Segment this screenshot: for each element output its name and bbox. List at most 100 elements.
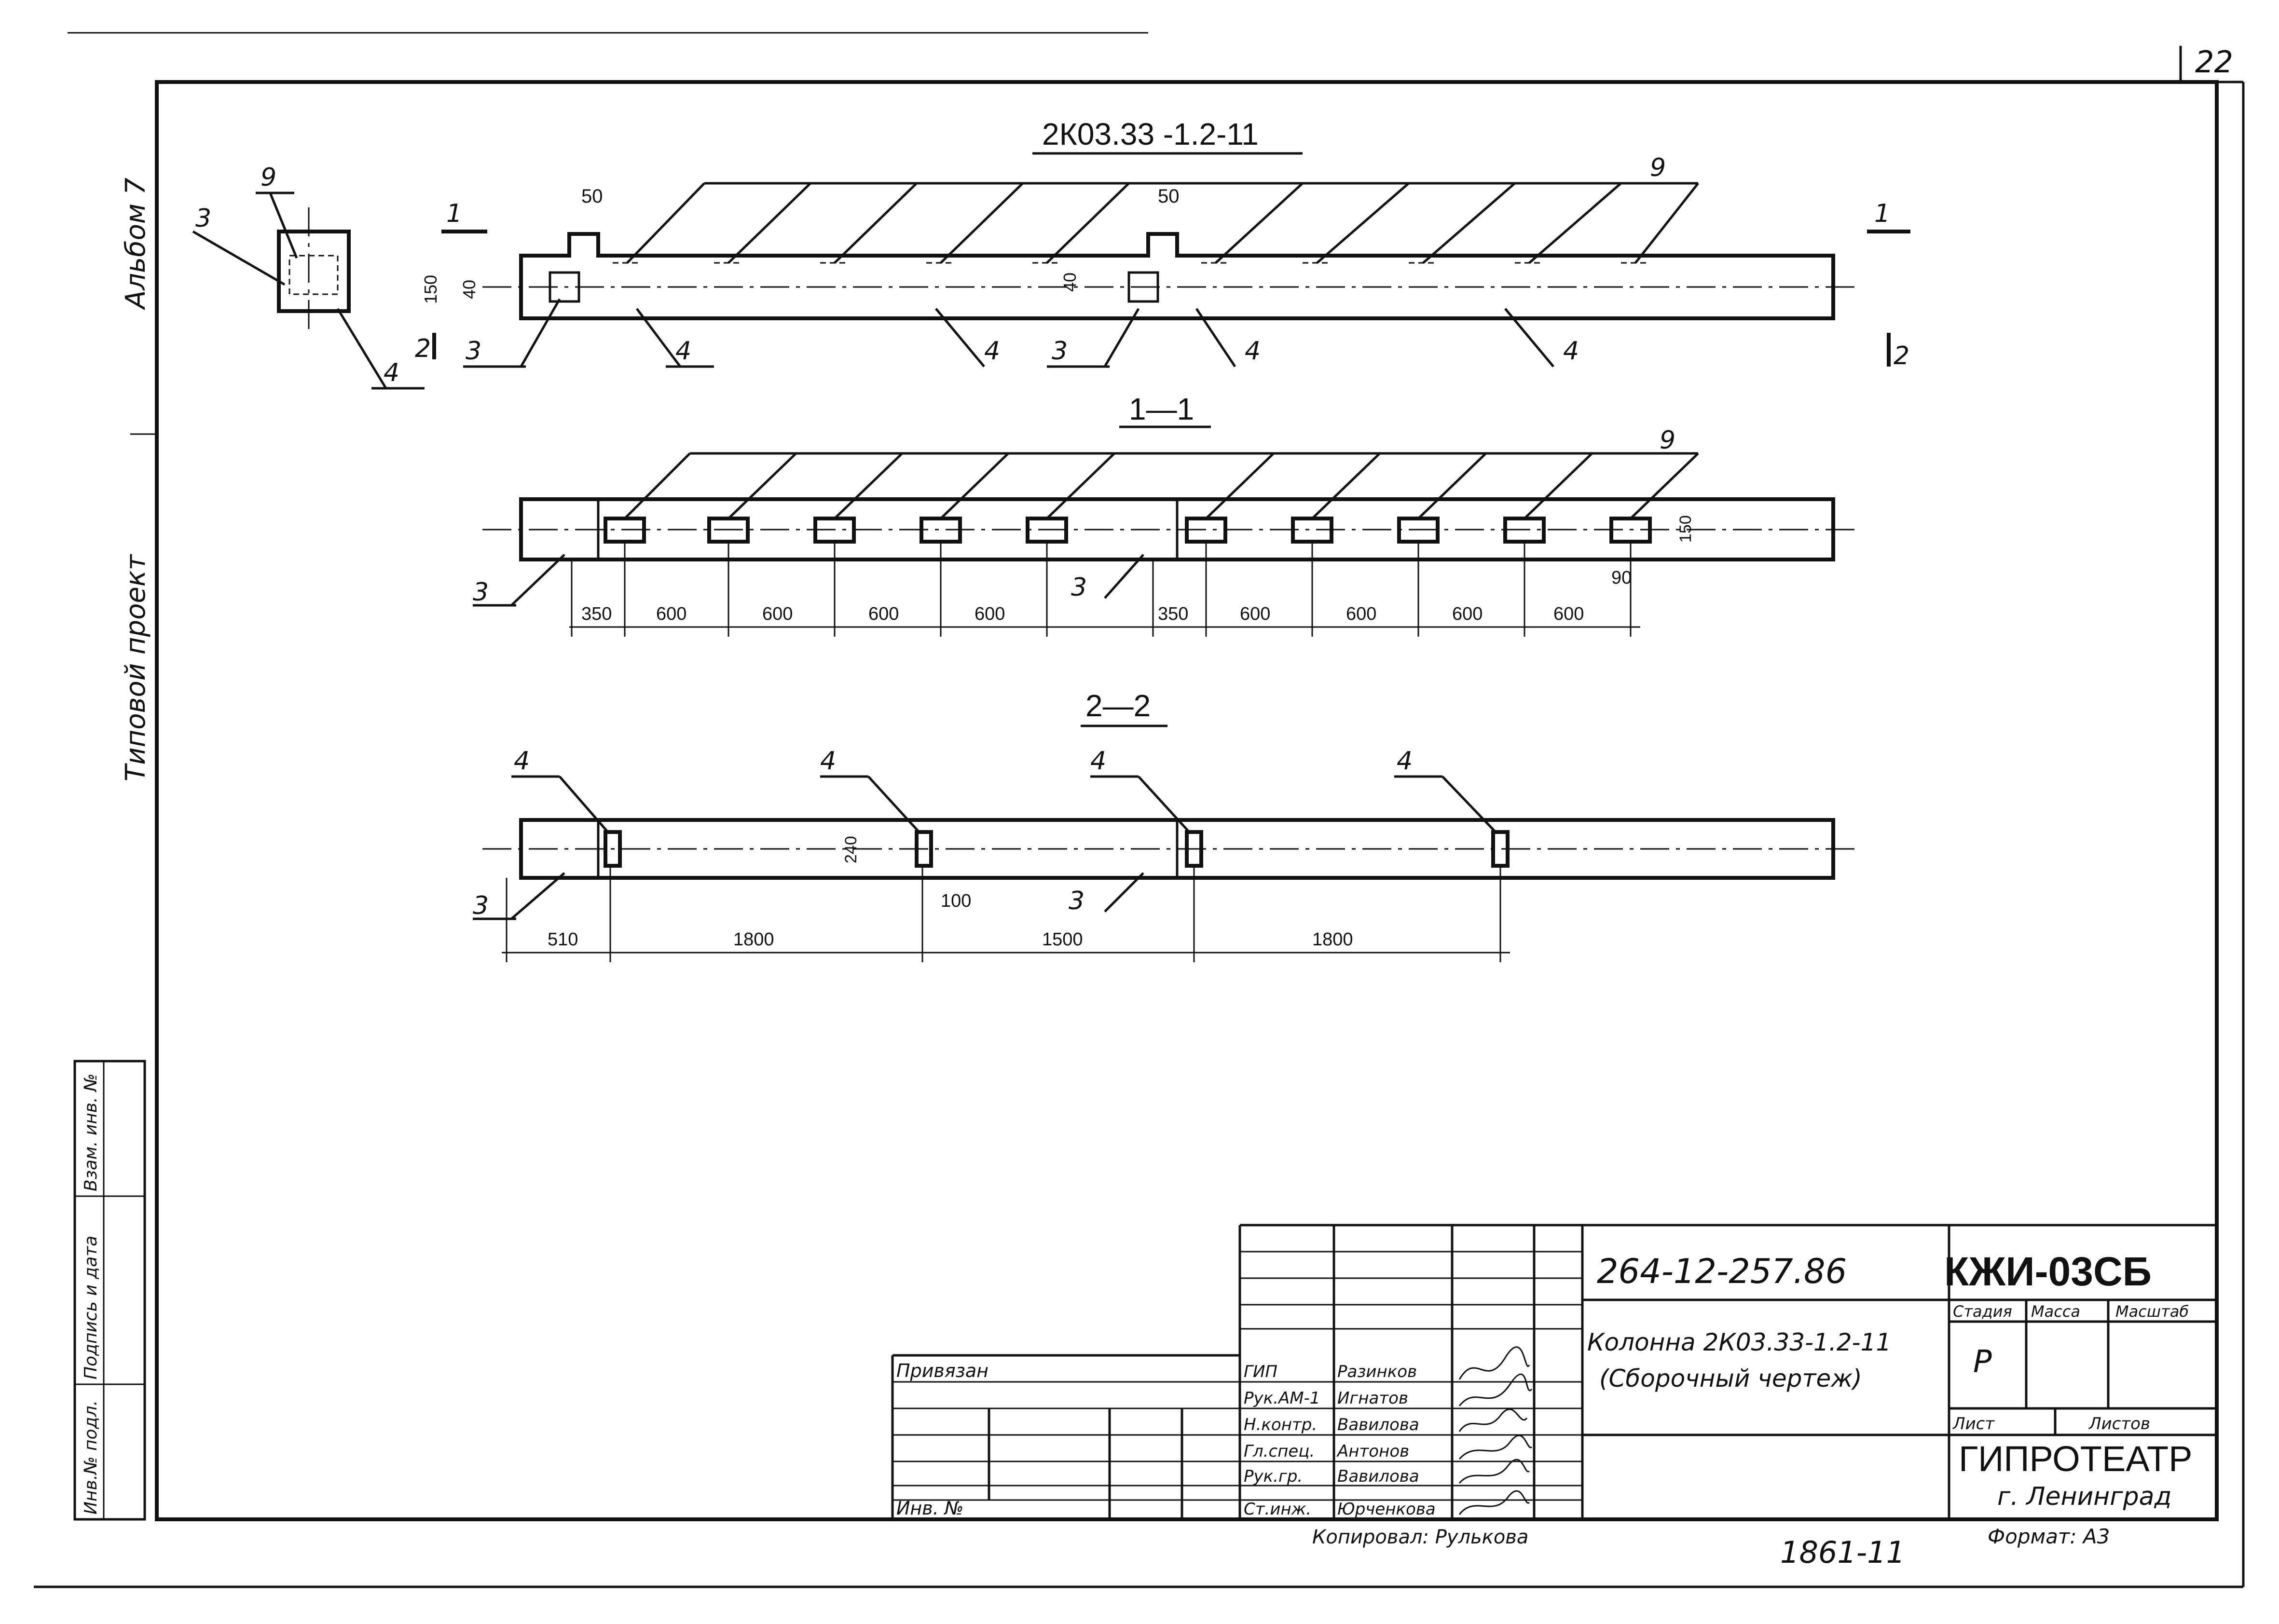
leader-4-d: [1504, 308, 1554, 368]
s22-dim-4: 1800: [1312, 929, 1353, 950]
dim-40-b: 40: [1060, 273, 1080, 292]
role-3: Н.контр.: [1244, 1415, 1317, 1434]
scale-label: Масштаб: [2115, 1302, 2189, 1321]
album-label: Альбом 7: [120, 177, 151, 310]
cs-leader-9: [269, 192, 298, 259]
sheets-label: Листов: [2088, 1414, 2150, 1433]
stamp-signature-label: Подпись и дата: [81, 1236, 101, 1379]
section-2-mark-3a: 3: [473, 891, 489, 920]
role-6: Ст.инж.: [1244, 1500, 1311, 1519]
s11-dim-7: 600: [1240, 604, 1270, 624]
product-name: Колонна 2К03.33-1.2-11: [1587, 1328, 1891, 1356]
embedded-plate-3b: [1127, 271, 1159, 303]
section-1-title: 1—1: [1129, 392, 1194, 426]
section-2-leader-3b: [1104, 872, 1144, 913]
cs-leader-4: [336, 308, 387, 389]
s22-dim-3: 1500: [1042, 929, 1083, 950]
name-4: Антонов: [1336, 1442, 1409, 1461]
column-main-view: 9 4 4 4 4 3 3 50 50 150 40 40 1 1 2 2: [415, 153, 1910, 370]
s11-dim-1: 350: [581, 604, 612, 624]
cut-1-right-label: 1: [1874, 199, 1890, 228]
section-2-mark-3b: 3: [1069, 887, 1085, 915]
privyazan-label: Привязан: [896, 1360, 988, 1381]
cs-mark-3: 3: [195, 204, 211, 233]
section-2-leaders-4: [511, 775, 1496, 833]
leader-4-b: [935, 308, 985, 368]
cut-2-right-label: 2: [1894, 341, 1909, 370]
mass-label: Масса: [2031, 1302, 2080, 1321]
main-mark-4a: 4: [675, 337, 691, 366]
section-1-dim-90: 90: [1611, 568, 1632, 588]
city: г. Ленинград: [1997, 1482, 2171, 1511]
section-2-mark-4d: 4: [1397, 747, 1413, 776]
format-label: Формат: А3: [1988, 1525, 2110, 1548]
cut-2-left-label: 2: [415, 334, 431, 363]
section-2-mark-4b: 4: [820, 747, 836, 776]
section-1-mark-3b: 3: [1071, 573, 1087, 602]
leader-4-a: [636, 308, 681, 368]
archive-number: 1861-11: [1780, 1535, 1905, 1570]
dim-50-b: 50: [1158, 186, 1180, 207]
inv-no-label: Инв. №: [896, 1498, 963, 1519]
s22-dim-2: 1800: [733, 929, 774, 950]
cs-mark-4: 4: [384, 358, 399, 387]
stage-label: Стадия: [1953, 1302, 2012, 1321]
left-stamp-frame: [73, 1060, 146, 1521]
role-4: Гл.спец.: [1244, 1442, 1315, 1461]
name-5: Вавилова: [1337, 1467, 1419, 1486]
section-2-title: 2—2: [1085, 688, 1151, 723]
section-1-mark-3a: 3: [473, 578, 489, 607]
section-2-leader-3a: [510, 872, 565, 920]
stamp-replace-label: Взам. инв. №: [81, 1074, 101, 1191]
section-1-leader-3a: [510, 554, 565, 606]
section-1-dim-ticks: [571, 543, 1632, 637]
cs-leader-3: [192, 230, 286, 286]
stage-value: Р: [1973, 1344, 1992, 1380]
s11-dim-8: 600: [1346, 604, 1376, 624]
name-2: Игнатов: [1337, 1389, 1408, 1408]
copied-by: Копировал: Рулькова: [1312, 1526, 1528, 1548]
s11-dim-5: 600: [975, 604, 1005, 624]
section-2-2: 4 4 4 4 3 3 240 100 510 1800 1500 1800: [473, 747, 1857, 962]
section-1-1: 9 3 3 150 90 350 600 600 600 600 350 600…: [473, 426, 1857, 637]
section-2-dim-240: 240: [842, 836, 860, 863]
cross-section-reinforcement: [288, 255, 339, 295]
main-mark-4b: 4: [984, 337, 1000, 366]
s22-dim-1: 510: [548, 929, 578, 950]
role-2: Рук.АМ-1: [1244, 1389, 1320, 1408]
section-2-dim-100: 100: [941, 891, 971, 911]
section-2-mark-4c: 4: [1090, 747, 1106, 776]
dim-150-main: 150: [421, 275, 440, 304]
drawing-frame: [155, 80, 2219, 1521]
side-title: Типовой проект: [120, 554, 151, 781]
s11-dim-9: 600: [1452, 604, 1483, 624]
org-name: ГИПРОТЕАТР: [1959, 1439, 2192, 1479]
leader-4-c: [1195, 308, 1236, 368]
main-mark-3b: 3: [1052, 337, 1068, 366]
cut-1-left-label: 1: [446, 199, 462, 228]
leader-lines-9: [626, 182, 1699, 264]
column-cross-section: 9 3 4: [192, 163, 425, 390]
sheet-label: Лист: [1952, 1414, 1995, 1433]
embedded-plate-3: [549, 271, 580, 303]
s11-dim-6: 350: [1158, 604, 1188, 624]
section-1-leaders-9: [624, 452, 1699, 519]
cross-section-outline: [277, 230, 351, 313]
signatures: [1458, 1346, 1533, 1515]
stamp-inv-label: Инв.№ подл.: [81, 1400, 101, 1515]
section-2-dim-ticks: [506, 866, 1501, 962]
name-1: Разинков: [1337, 1362, 1417, 1381]
main-view-title: 2К03.33 -1.2-11: [1042, 117, 1259, 151]
leader-3-b: [1103, 308, 1140, 368]
main-mark-4c: 4: [1245, 337, 1261, 366]
cs-mark-9: 9: [261, 163, 276, 192]
role-1: ГИП: [1244, 1362, 1277, 1381]
main-mark-3a: 3: [466, 337, 481, 366]
s11-dim-3: 600: [762, 604, 793, 624]
name-6: Юрченкова: [1337, 1500, 1436, 1519]
section-1-leader-3b: [1104, 554, 1144, 599]
main-mark-9: 9: [1650, 153, 1666, 182]
title-block: Привязан Инв. № ГИП Рук.АМ-1 Н.контр. Гл…: [891, 1224, 2217, 1519]
role-5: Рук.гр.: [1244, 1467, 1303, 1486]
